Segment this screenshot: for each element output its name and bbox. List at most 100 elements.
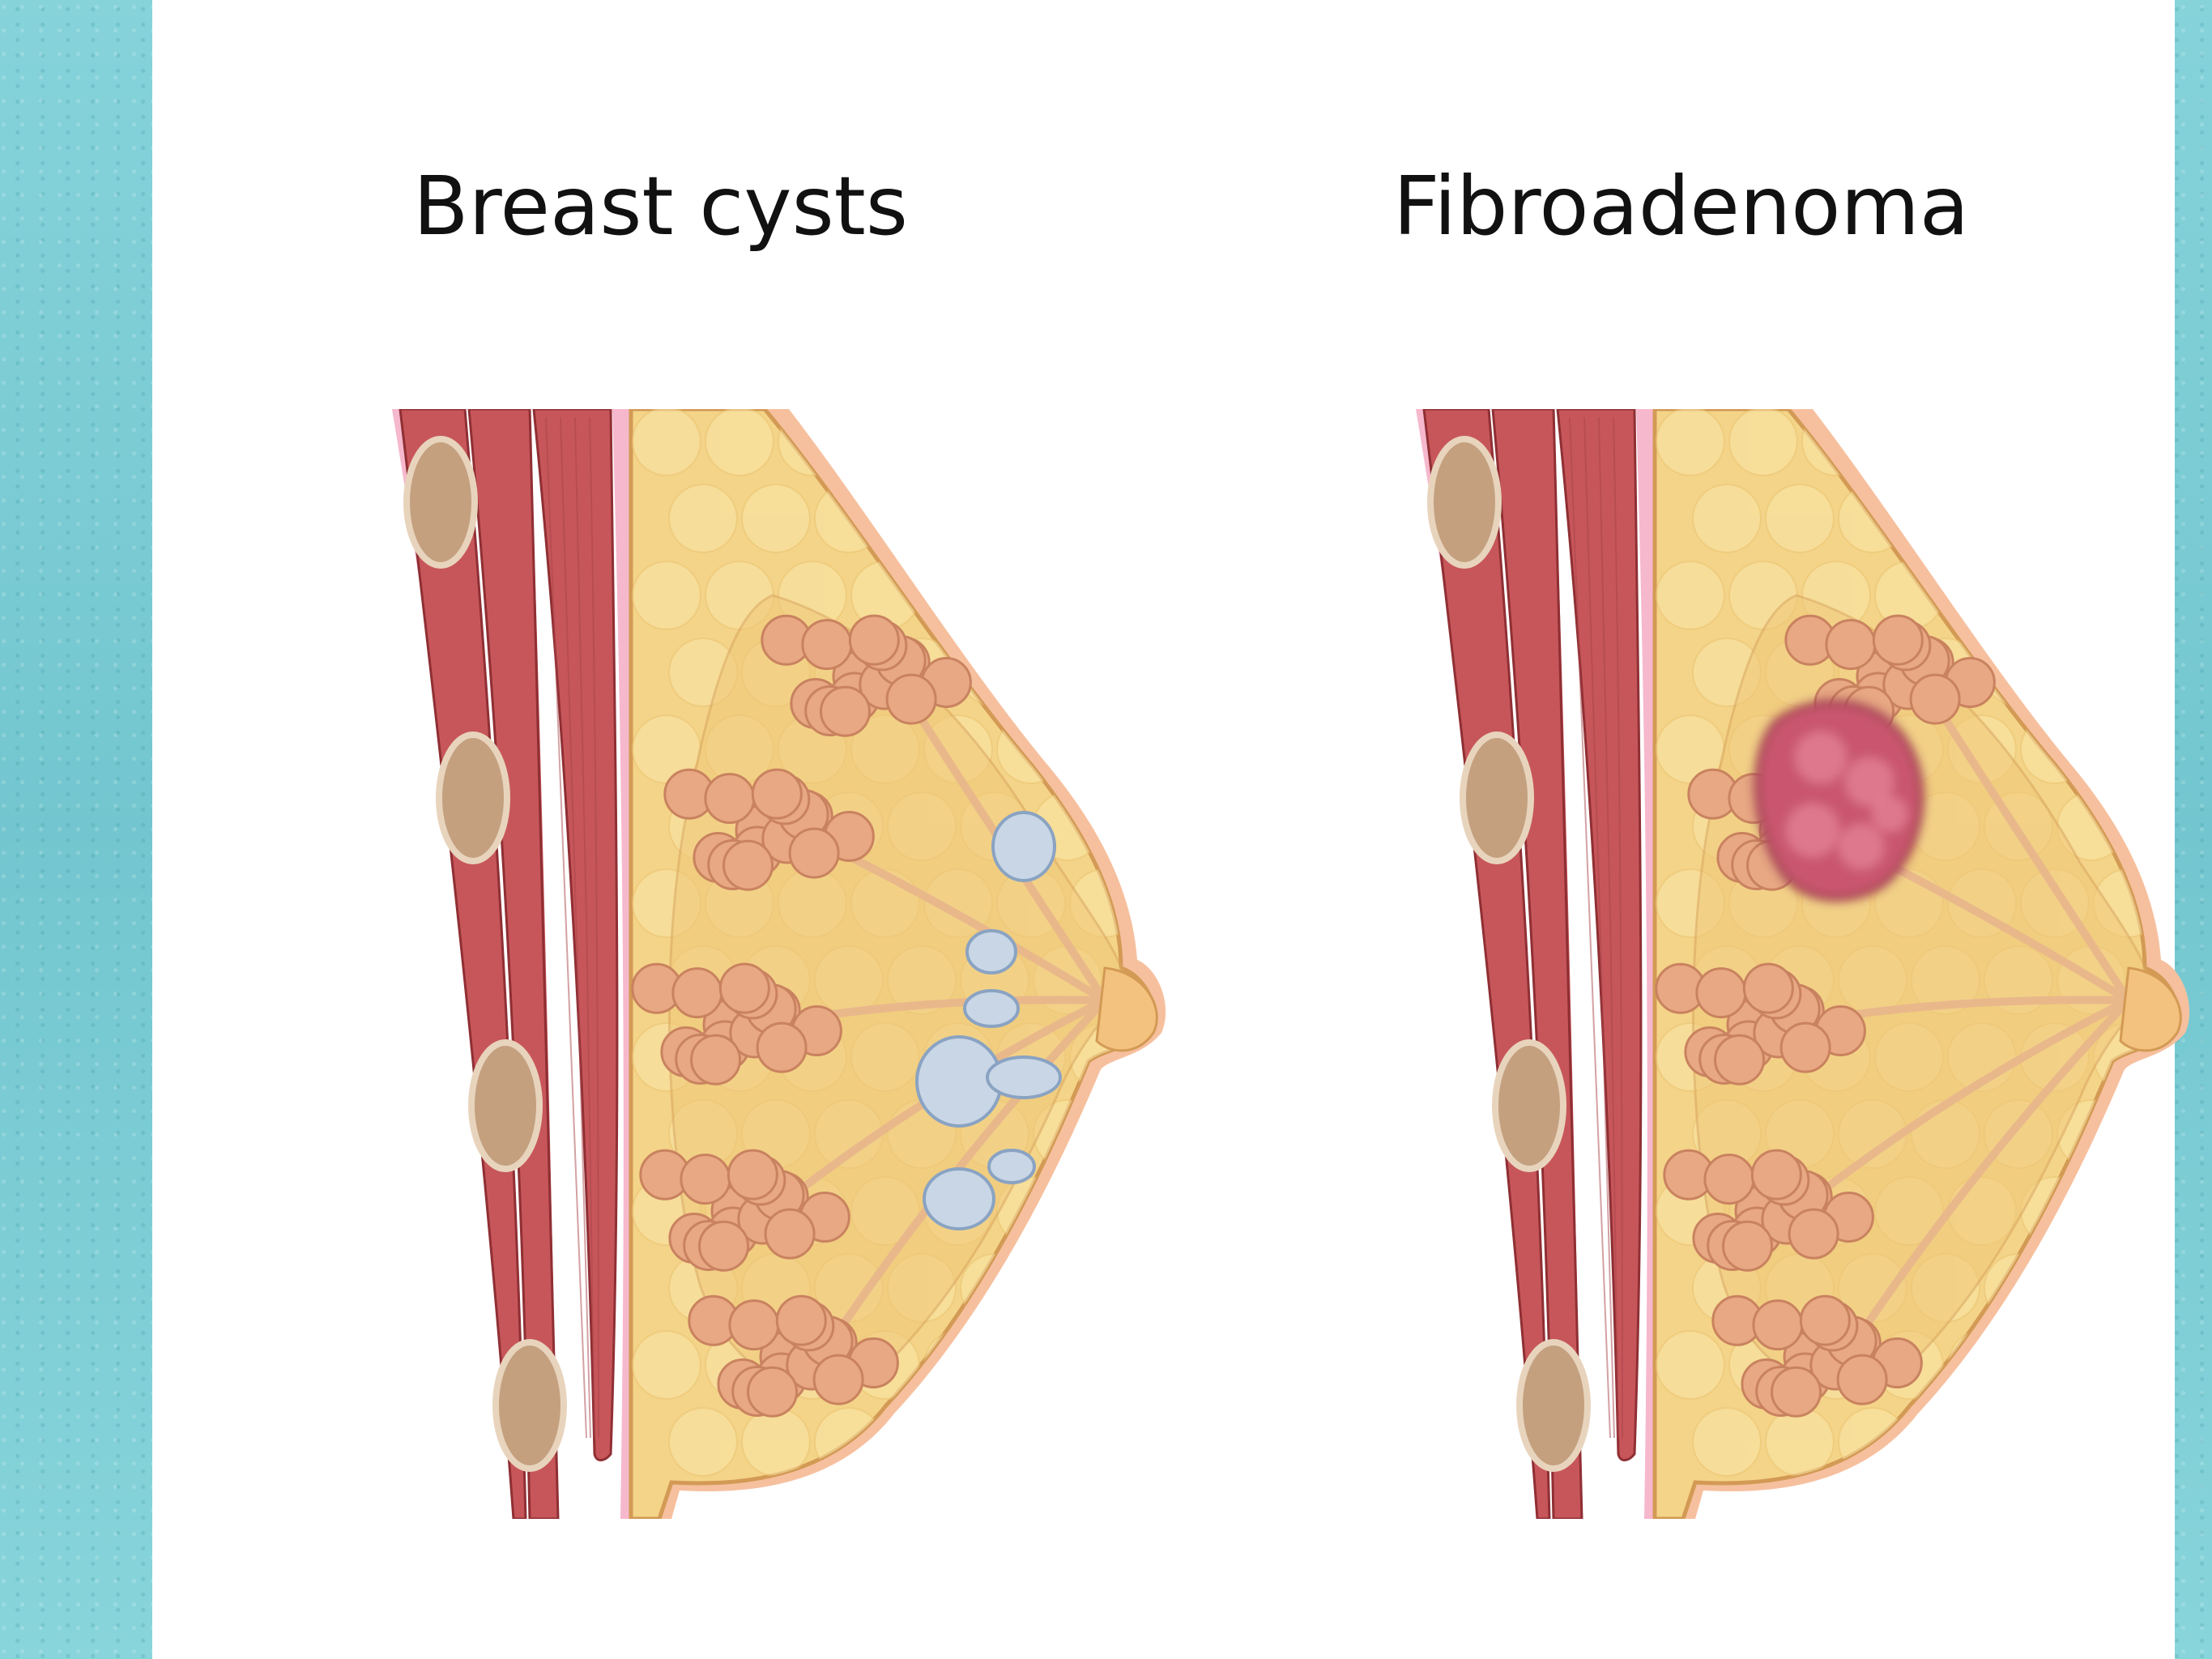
fat-lobule xyxy=(1068,1330,1139,1400)
breast-lobe xyxy=(761,614,1109,1003)
lobule-alveolus xyxy=(1788,1208,1839,1260)
lobule-alveolus xyxy=(1703,1154,1755,1205)
fat-lobule xyxy=(2019,561,2090,630)
fat-lobule xyxy=(1032,484,1102,553)
pectoral-muscle xyxy=(532,409,619,1461)
nipple xyxy=(2119,966,2182,1052)
cyst xyxy=(923,1167,995,1230)
fat-lobule xyxy=(923,409,993,476)
fat-lobule xyxy=(740,484,811,553)
fat-lobule xyxy=(1764,1407,1835,1477)
lobule-alveolus xyxy=(848,614,900,666)
fat-lobule xyxy=(631,409,701,476)
fat-lobule xyxy=(1068,409,1139,476)
fat-lobule xyxy=(2056,638,2126,707)
lobule-alveolus xyxy=(812,1354,864,1405)
muscle-fiber xyxy=(589,416,599,1439)
breast-lobe xyxy=(688,997,1108,1418)
fat-lobule xyxy=(2056,1253,2126,1323)
fibroadenoma-nodule xyxy=(1839,824,1884,869)
cyst xyxy=(987,1149,1036,1184)
fat-lobule xyxy=(886,1407,957,1477)
fat-lobule xyxy=(740,1407,811,1477)
lobule-alveolus xyxy=(1714,1034,1766,1085)
fat-lobule xyxy=(1691,484,1762,553)
milk-duct xyxy=(1841,997,2132,1359)
fat-lobule xyxy=(995,409,1066,476)
breast-lobe xyxy=(663,768,1107,1004)
fat-lobule xyxy=(1728,409,1798,476)
lobule-alveolus xyxy=(747,1366,799,1418)
fat-lobule xyxy=(2092,409,2163,476)
fat-lobule xyxy=(886,484,957,553)
fat-lobule xyxy=(667,1407,738,1477)
panel-title-breast-cysts: Breast cysts xyxy=(413,159,908,254)
fat-lobule xyxy=(1068,1176,1139,1246)
cyst xyxy=(991,811,1056,882)
rib xyxy=(1516,1339,1591,1472)
fat-lobule xyxy=(1983,1407,2053,1477)
lobule-alveolus xyxy=(1825,619,1877,671)
panel-title-fibroadenoma: Fibroadenoma xyxy=(1393,159,1970,254)
breast-lobe xyxy=(1663,996,2131,1272)
lobule-alveolus xyxy=(704,773,756,825)
lobule-alveolus xyxy=(718,962,770,1014)
fibroadenoma-illustration xyxy=(1416,409,2190,1519)
rib xyxy=(468,1039,543,1172)
fat-lobule xyxy=(1032,638,1102,707)
fat-lobule xyxy=(959,1407,1029,1477)
fat-lobule xyxy=(995,1330,1066,1400)
fat-lobule xyxy=(1691,1407,1762,1477)
fat-lobule xyxy=(1910,484,1980,553)
lobule-alveolus xyxy=(1722,1220,1774,1272)
cyst xyxy=(963,989,1020,1028)
fat-lobule xyxy=(1068,561,1139,630)
fibroadenoma-nodule xyxy=(1795,731,1847,783)
cyst xyxy=(965,929,1017,975)
fat-lobule xyxy=(850,409,920,476)
lobule-alveolus xyxy=(801,619,853,671)
fibroadenoma-nodule xyxy=(1845,757,1894,806)
lobule-alveolus xyxy=(751,768,803,820)
rib xyxy=(1492,1039,1566,1172)
fat-lobule xyxy=(1910,1407,1980,1477)
fat-lobule xyxy=(1655,1330,1725,1400)
rib xyxy=(1460,731,1534,864)
breast-lobe xyxy=(1655,962,2129,1085)
lobule-alveolus xyxy=(680,1154,731,1205)
muscle-fiber xyxy=(1598,416,1619,1439)
fat-lobule xyxy=(2092,1330,2163,1400)
breast-lobe xyxy=(1784,614,2133,1003)
rib xyxy=(436,731,510,864)
lobule-alveolus xyxy=(690,1034,742,1085)
lobule-alveolus xyxy=(1752,1299,1804,1351)
rib xyxy=(492,1339,567,1472)
muscle-fiber xyxy=(1613,416,1623,1439)
fat-lobule xyxy=(995,561,1066,630)
lobule-alveolus xyxy=(1872,614,1924,666)
lobule-alveolus xyxy=(722,839,774,891)
lobule-alveolus xyxy=(1771,1366,1822,1418)
fibroadenoma-nodule xyxy=(1786,804,1839,857)
rib xyxy=(403,436,478,569)
fat-lobule xyxy=(2092,1176,2163,1246)
fat-lobule xyxy=(2056,1407,2126,1477)
fat-lobule xyxy=(631,561,701,630)
fat-lobule xyxy=(1946,409,2017,476)
fat-lobule xyxy=(667,484,738,553)
fat-lobule xyxy=(2056,484,2126,553)
fat-lobule xyxy=(1068,714,1139,784)
fat-lobule xyxy=(2092,714,2163,784)
fat-lobule xyxy=(1655,409,1725,476)
fat-lobule xyxy=(1983,484,2053,553)
muscle-fiber xyxy=(1583,416,1615,1439)
muscle-fiber xyxy=(560,416,591,1439)
pectoral-muscle xyxy=(1556,409,1643,1461)
lobule-alveolus xyxy=(698,1220,750,1272)
fat-lobule xyxy=(704,409,774,476)
breast-lobe xyxy=(631,962,1106,1085)
fibroadenoma-nodule xyxy=(1872,796,1907,832)
cyst xyxy=(986,1056,1062,1099)
fat-lobule xyxy=(1032,1407,1102,1477)
diagram-sheet: Breast cysts Fibroadenoma xyxy=(152,0,2190,1659)
